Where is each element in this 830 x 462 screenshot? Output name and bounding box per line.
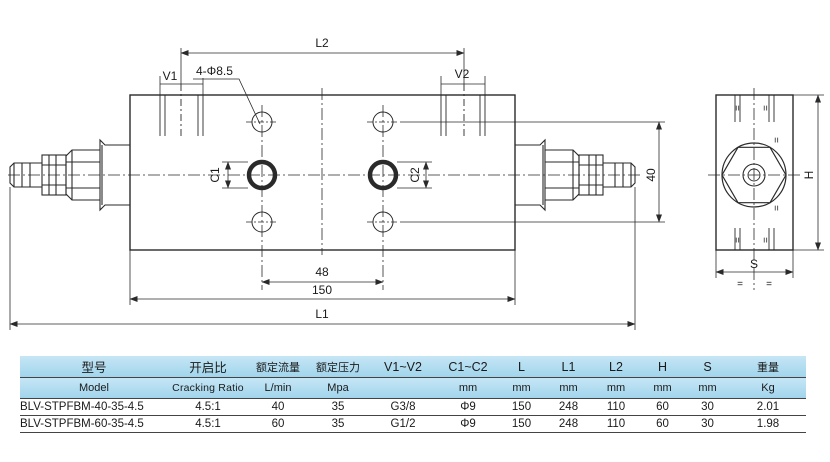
- cell-ratio: 4.5:1: [168, 415, 248, 433]
- mounting-hole-top-right: [372, 111, 394, 133]
- label-v1: V1: [163, 69, 178, 83]
- label-48: 48: [315, 265, 329, 279]
- cell-weight: 2.01: [730, 398, 806, 416]
- valve-body: [129, 94, 516, 251]
- spec-table-container: 型号 开启比 额定流量 额定压力 V1~V2 C1~C2 L L1 L2 H S…: [20, 356, 806, 433]
- label-150: 150: [312, 283, 332, 297]
- label-v2: V2: [455, 67, 470, 81]
- header-flow-unit: L/min: [248, 377, 308, 399]
- cell-flow: 40: [248, 398, 308, 416]
- port-v1: [159, 84, 204, 138]
- mounting-hole-top-left: [251, 111, 273, 133]
- label-l1: L1: [315, 307, 329, 321]
- cell-l2: 110: [592, 415, 640, 433]
- cell-l1: 248: [545, 398, 592, 416]
- table-header-row-cn: 型号 开启比 额定流量 额定压力 V1~V2 C1~C2 L L1 L2 H S…: [20, 356, 806, 378]
- valve-technical-drawing: L2 V1 4-Φ8.5 V2 C1 C2 40 48 150 L1 H S =…: [8, 36, 824, 330]
- port-c2: [367, 159, 399, 191]
- cell-v1v2: G1/2: [368, 415, 438, 433]
- header-v1v2: V1~V2: [368, 356, 438, 378]
- label-c2: C2: [408, 167, 422, 183]
- header-s: S: [685, 356, 730, 378]
- header-c1c2: C1~C2: [438, 356, 498, 378]
- port-v2: [440, 84, 486, 138]
- mounting-hole-bottom-left: [251, 211, 273, 233]
- header-model-en: Model: [20, 377, 168, 399]
- cell-pressure: 35: [308, 398, 368, 416]
- equal-mark: =: [770, 205, 781, 211]
- label-40: 40: [644, 168, 658, 182]
- header-l: L: [498, 356, 545, 378]
- cell-weight: 1.98: [730, 415, 806, 433]
- cell-h: 60: [640, 415, 685, 433]
- header-l2: L2: [592, 356, 640, 378]
- header-pressure-unit: Mpa: [308, 377, 368, 399]
- side-view-hex-nut: [721, 146, 787, 204]
- label-c1: C1: [208, 167, 222, 183]
- side-view-body: [715, 94, 794, 251]
- header-ratio-cn: 开启比: [168, 356, 248, 378]
- port-c1: [246, 159, 278, 191]
- header-c1c2-unit: mm: [438, 377, 498, 399]
- cell-pressure: 35: [308, 415, 368, 433]
- equal-mark: =: [770, 137, 781, 143]
- cell-model: BLV-STPFBM-60-35-4.5: [20, 415, 168, 433]
- cell-ratio: 4.5:1: [168, 398, 248, 416]
- table-header-row-en: Model Cracking Ratio L/min Mpa mm mm mm …: [20, 377, 806, 399]
- side-view-hidden-lines: [734, 95, 775, 250]
- label-l2: L2: [315, 36, 329, 50]
- header-model-cn: 型号: [20, 356, 168, 378]
- header-weight-unit: Kg: [730, 377, 806, 399]
- cell-s: 30: [685, 398, 730, 416]
- right-cartridge: [515, 138, 636, 212]
- cell-h: 60: [640, 398, 685, 416]
- spec-table: 型号 开启比 额定流量 额定压力 V1~V2 C1~C2 L L1 L2 H S…: [20, 356, 806, 433]
- header-weight-cn: 重量: [730, 356, 806, 378]
- cell-flow: 60: [248, 415, 308, 433]
- cell-l1: 248: [545, 415, 592, 433]
- header-pressure-cn: 额定压力: [308, 356, 368, 378]
- mounting-hole-bottom-right: [372, 211, 394, 233]
- cell-l: 150: [498, 398, 545, 416]
- cell-c1c2: Φ9: [438, 415, 498, 433]
- header-l2-unit: mm: [592, 377, 640, 399]
- header-h: H: [640, 356, 685, 378]
- header-l-unit: mm: [498, 377, 545, 399]
- label-h: H: [802, 171, 816, 180]
- holes-leader: [193, 78, 261, 125]
- label-holes: 4-Φ8.5: [196, 64, 233, 78]
- cell-model: BLV-STPFBM-40-35-4.5: [20, 398, 168, 416]
- header-h-unit: mm: [640, 377, 685, 399]
- equal-mark: =: [737, 279, 743, 290]
- cell-v1v2: G3/8: [368, 398, 438, 416]
- table-row: BLV-STPFBM-60-35-4.5 4.5:1 60 35 G1/2 Φ9…: [20, 415, 806, 433]
- label-s: S: [750, 257, 758, 271]
- cell-l2: 110: [592, 398, 640, 416]
- header-v1v2-unit: [368, 377, 438, 399]
- equal-mark: =: [731, 105, 742, 111]
- equal-mark: =: [766, 279, 772, 290]
- header-flow-cn: 额定流量: [248, 356, 308, 378]
- header-l1: L1: [545, 356, 592, 378]
- equal-mark: =: [759, 237, 770, 243]
- cell-l: 150: [498, 415, 545, 433]
- left-cartridge: [9, 138, 130, 212]
- cell-c1c2: Φ9: [438, 398, 498, 416]
- cell-s: 30: [685, 415, 730, 433]
- equal-mark: =: [731, 237, 742, 243]
- equal-mark: =: [759, 105, 770, 111]
- header-ratio-en: Cracking Ratio: [168, 377, 248, 399]
- header-s-unit: mm: [685, 377, 730, 399]
- header-l1-unit: mm: [545, 377, 592, 399]
- table-row: BLV-STPFBM-40-35-4.5 4.5:1 40 35 G3/8 Φ9…: [20, 398, 806, 416]
